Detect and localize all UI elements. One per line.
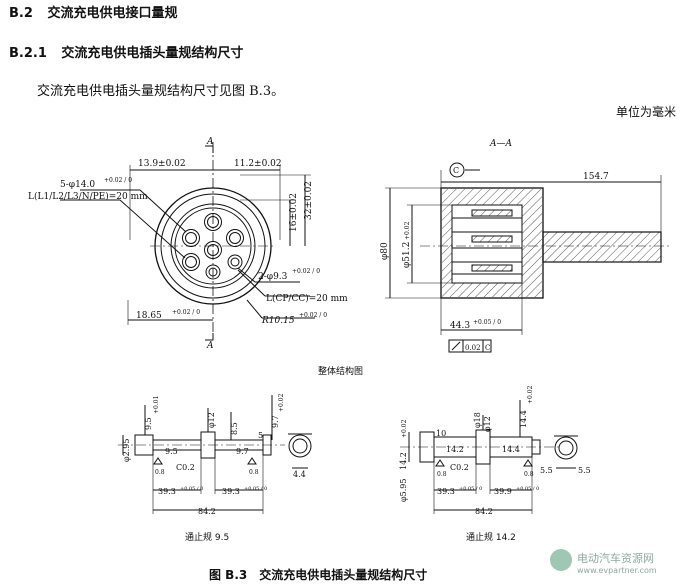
section-title: 交流充电供电插头量规结构尺寸 <box>61 46 244 61</box>
holes-5-depth: L(L1/L2/L3/N/PE)=20 mm <box>28 191 148 202</box>
g2-roughness-2: 0.8 <box>524 471 534 478</box>
g2-chamfer: C0.2 <box>450 463 469 472</box>
g2-end-1: 5.5 <box>540 466 553 475</box>
body-paragraph: 交流充电供电插头量规结构尺寸见图 B.3。 <box>37 84 285 99</box>
g1-phi2-95: φ2.95 <box>122 439 131 462</box>
g2-mid-14-4: 14.4 <box>502 445 520 454</box>
flatness-datum: C <box>485 344 490 352</box>
dim-18-65: 18.65 <box>136 311 162 321</box>
g1-len-2-tol: +0.05 / 0 <box>244 486 267 492</box>
radius-tol: +0.02 / 0 <box>299 312 327 319</box>
dim-top-right: 11.2±0.02 <box>234 159 282 169</box>
dim-154-7: 154.7 <box>583 172 609 182</box>
section-title: 交流充电供电接口量规 <box>47 6 178 21</box>
dim-32: 32±0.02 <box>304 181 314 220</box>
g1-dim-5: 5 <box>258 431 263 440</box>
gauge-9-5-drawing <box>118 395 312 514</box>
g1-len-1: 39.3 <box>158 487 176 496</box>
g2-d-end-tol: +0.02 <box>527 385 534 404</box>
g2-len-2: 39.9 <box>494 487 512 496</box>
watermark-title: 电动汽车资源网 <box>577 552 654 565</box>
section-number: B.2.1 <box>9 46 47 61</box>
front-view <box>60 142 315 341</box>
section-b2-heading: B.2 交流充电供电接口量规 <box>9 2 177 21</box>
g2-phi18: φ18 <box>473 412 482 428</box>
holes-5-tol: +0.02 / 0 <box>104 177 132 184</box>
g1-len-1-tol: +0.05 / 0 <box>180 486 203 492</box>
section-number: B.2 <box>9 6 33 21</box>
g1-total: 84.2 <box>198 507 216 516</box>
holes-2-tol: +0.02 / 0 <box>292 268 320 275</box>
dim-phi80: φ80 <box>380 242 390 260</box>
g2-total: 84.2 <box>475 507 493 516</box>
unit-note: 单位为毫米 <box>616 105 677 119</box>
dim-18-65-tol: +0.02 / 0 <box>172 309 200 316</box>
section-mark-bottom: A <box>206 341 214 351</box>
dim-44-3: 44.3 <box>450 321 470 331</box>
g1-roughness-2: 0.8 <box>249 469 259 476</box>
flatness-value: 0.02 <box>465 344 481 352</box>
section-b21-heading: B.2.1 交流充电供电插头量规结构尺寸 <box>9 42 243 61</box>
holes-5-label: 5-φ14.0 <box>60 180 95 190</box>
g1-chamfer: C0.2 <box>176 463 195 472</box>
g1-d2-tol: +0.02 <box>278 393 285 412</box>
g1-mid-9-7: 9.7 <box>236 447 249 456</box>
g2-len-1-tol: +0.05 / 0 <box>459 486 482 492</box>
watermark-logo-icon <box>550 549 572 571</box>
g2-roughness-1: 0.8 <box>437 471 447 478</box>
gauge-14-2-caption: 通止规 14.2 <box>466 533 516 543</box>
holes-2-depth: L(CP/CC)=20 mm <box>266 293 348 304</box>
g2-d-end: 14.4 <box>519 410 528 428</box>
g2-d1: 14.2 <box>399 452 408 470</box>
dim-44-3-tol: +0.05 / 0 <box>473 319 501 326</box>
watermark-url: www.evpartner.com <box>577 566 657 575</box>
datum-c: C <box>453 166 459 175</box>
section-mark-top: A <box>206 137 214 147</box>
gauge-9-5-caption: 通止规 9.5 <box>185 533 230 543</box>
holes-2-label: 2-φ9.3 <box>258 272 288 282</box>
g2-len-2-tol: +0.05 / 0 <box>516 486 539 492</box>
g1-roughness-1: 0.8 <box>155 469 165 476</box>
g1-d2: 9.7 <box>271 415 280 428</box>
g1-phi12: φ12 <box>207 412 216 428</box>
overall-caption: 整体结构图 <box>318 367 364 377</box>
gauge-14-2-drawing <box>400 400 578 514</box>
dim-phi51: φ51.2 <box>402 242 412 268</box>
figure-caption: 图 B.3 交流充电供电插头量规结构尺寸 <box>209 568 428 582</box>
section-view-title: A—A <box>489 139 512 149</box>
g2-d1-tol: +0.02 <box>401 419 408 438</box>
dim-top-left: 13.9±0.02 <box>138 159 186 169</box>
g1-len-2: 39.3 <box>222 487 240 496</box>
dim-phi51-tol: +0.02 <box>404 221 411 240</box>
g2-end-2: 5.5 <box>578 466 591 475</box>
g2-phi12: φ12 <box>483 416 492 432</box>
side-view <box>385 162 672 353</box>
g1-end: 4.4 <box>293 470 306 479</box>
g1-mid-9-5: 9.5 <box>165 447 178 456</box>
g1-dim-8-5: 8.5 <box>230 422 239 435</box>
g1-d1: 9.5 <box>144 417 153 430</box>
g1-d1-tol: +0.01 <box>153 396 160 414</box>
dim-16: 16±0.02 <box>289 193 299 232</box>
g2-phi5-95: φ5.95 <box>399 479 408 502</box>
g2-dim-10: 10 <box>436 429 446 438</box>
radius-label: R10.15 <box>261 316 295 326</box>
g2-mid-14-2: 14.2 <box>446 445 464 454</box>
g2-len-1: 39.3 <box>437 487 455 496</box>
